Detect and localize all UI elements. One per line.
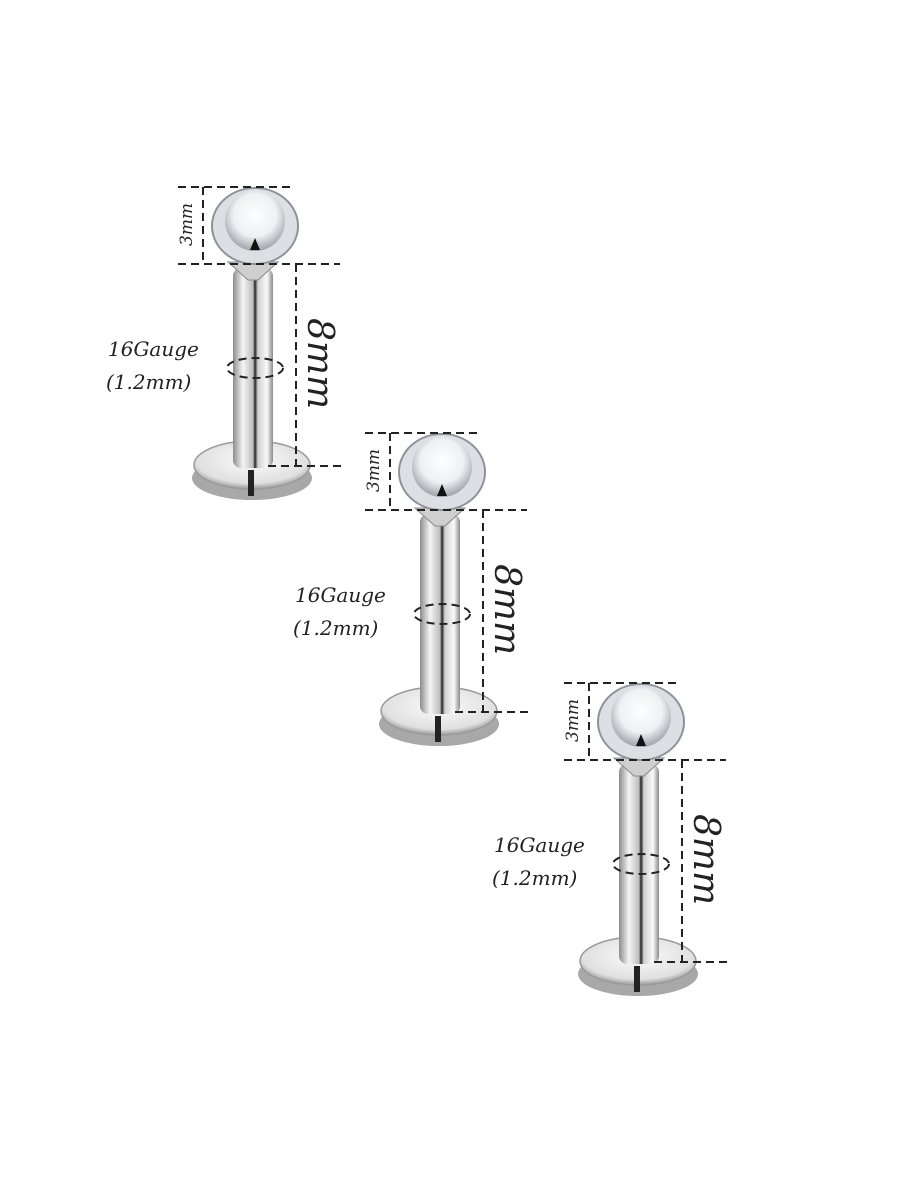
dimension-lines bbox=[564, 682, 731, 963]
gauge-label: 16Gauge bbox=[494, 833, 585, 857]
gem-facet bbox=[636, 734, 646, 746]
post bbox=[420, 514, 460, 714]
post bbox=[619, 764, 659, 964]
gauge-label: 16Gauge bbox=[108, 337, 199, 361]
gauge-ring bbox=[413, 603, 471, 625]
gem-facet bbox=[437, 484, 447, 496]
gem-facet bbox=[250, 238, 260, 250]
gauge-label: 16Gauge bbox=[295, 583, 386, 607]
gauge-mm-label: (1.2mm) bbox=[492, 866, 577, 890]
labret-stud: 3mm 8mm 16Gauge (1.2mm) bbox=[106, 186, 345, 500]
post-shadow bbox=[634, 966, 640, 992]
post-length-label: 8mm bbox=[685, 814, 726, 905]
dimension-lines bbox=[365, 432, 532, 713]
gauge-ring bbox=[226, 357, 284, 379]
labret-stud: 3mm 8mm 16Gauge (1.2mm) bbox=[293, 432, 532, 746]
head-size-label: 3mm bbox=[563, 699, 583, 742]
post-length-label: 8mm bbox=[486, 564, 527, 655]
gauge-mm-label: (1.2mm) bbox=[106, 370, 191, 394]
dimension-lines bbox=[178, 186, 345, 467]
head-size-label: 3mm bbox=[364, 449, 384, 492]
gauge-mm-label: (1.2mm) bbox=[293, 616, 378, 640]
gem bbox=[611, 687, 671, 747]
gauge-ring bbox=[612, 853, 670, 875]
post-shadow bbox=[435, 716, 441, 742]
gem bbox=[225, 191, 285, 251]
gem bbox=[412, 437, 472, 497]
labret-stud: 3mm 8mm 16Gauge (1.2mm) bbox=[492, 682, 731, 996]
post bbox=[233, 268, 273, 468]
post-length-label: 8mm bbox=[299, 318, 340, 409]
head-size-label: 3mm bbox=[177, 203, 197, 246]
post-shadow bbox=[248, 470, 254, 496]
